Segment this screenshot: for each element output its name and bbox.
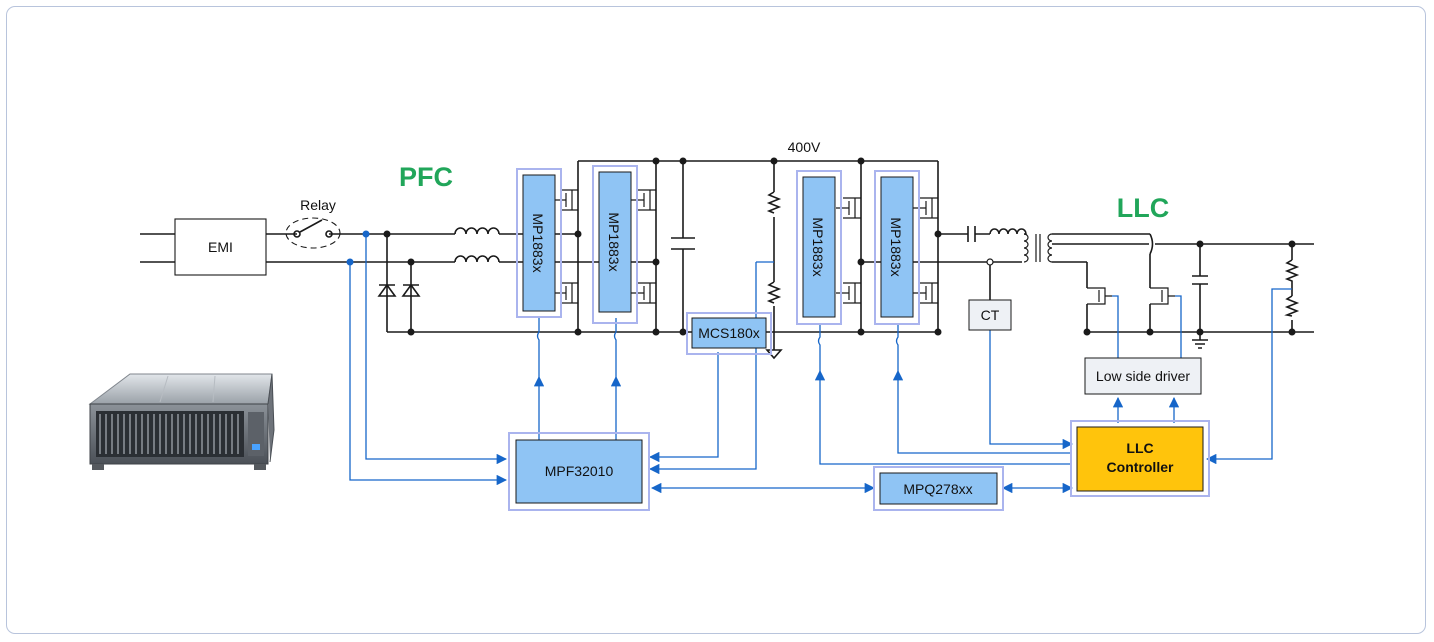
emi-filter-block: EMI	[174, 218, 267, 276]
emi-label: EMI	[208, 239, 233, 255]
pfc-controller-label: MPF32010	[545, 463, 614, 479]
pfc-fet-driver-1: MP1883x	[516, 168, 562, 318]
llc-fet-driver-2-label: MP1883x	[888, 217, 904, 276]
pfc-fet-driver-1-label: MP1883x	[530, 213, 546, 272]
rack-server-icon	[88, 373, 275, 470]
pfc-fet-driver-2-label: MP1883x	[606, 212, 622, 271]
llc-fet-driver-1-label: MP1883x	[810, 217, 826, 276]
low-side-driver-label: Low side driver	[1096, 368, 1190, 384]
bus-voltage-label: 400V	[788, 139, 821, 155]
ct-label: CT	[981, 307, 1000, 323]
power-junctions	[383, 157, 1296, 336]
signal-wiring	[346, 230, 1292, 494]
relay-label: Relay	[300, 197, 336, 213]
llc-controller: LLC Controller	[1070, 420, 1210, 497]
llc-fet-driver-2: MP1883x	[874, 170, 920, 325]
llc-section-label: LLC	[1117, 193, 1169, 223]
mosfets	[553, 189, 1175, 305]
pfc-fet-driver-2: MP1883x	[592, 165, 638, 324]
pfc-section-label: PFC	[399, 162, 453, 192]
digital-isolator: MPQ278xx	[873, 466, 1004, 511]
diagram-frame	[6, 6, 1426, 634]
current-transformer: CT	[968, 299, 1012, 331]
isolator-label: MPQ278xx	[903, 481, 972, 497]
current-sense-ic: MCS180x	[686, 312, 772, 355]
llc-controller-label-1: LLC	[1126, 440, 1153, 456]
current-sense-label: MCS180x	[698, 325, 759, 341]
llc-fet-driver-1: MP1883x	[796, 170, 842, 325]
llc-controller-label-2: Controller	[1107, 459, 1174, 475]
pfc-controller: MPF32010	[508, 432, 650, 511]
low-side-driver: Low side driver	[1084, 357, 1202, 395]
power-wiring	[140, 160, 1314, 360]
